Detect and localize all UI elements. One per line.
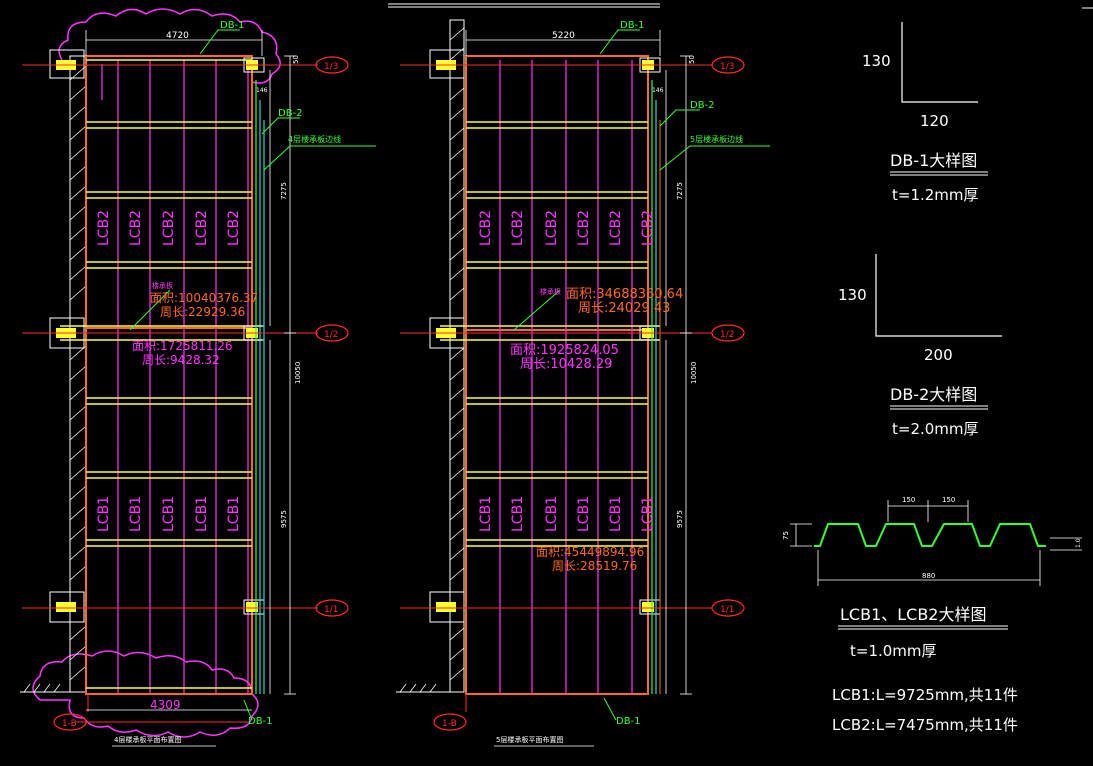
lcb1-spec: LCB1:L=9725mm,共11件 bbox=[832, 686, 1018, 704]
plan4-perim1: 周长:22929.36 bbox=[160, 305, 245, 319]
lcb-depth: 75 bbox=[782, 531, 790, 540]
plan-5-floor bbox=[396, 19, 770, 747]
detail-lcb-profile bbox=[790, 500, 1082, 586]
plan4-area2: 面积:1725811.26 bbox=[132, 339, 233, 353]
plan5-edge-note: 5层楼承板边线 bbox=[690, 134, 743, 144]
plan5-perim3: 周长:28519.76 bbox=[552, 559, 637, 573]
panel-label: LCB2 bbox=[544, 210, 560, 246]
panel-label: LCB2 bbox=[194, 210, 210, 246]
db1-height: 130 bbox=[862, 52, 891, 70]
dim-right: 7275 bbox=[676, 182, 684, 200]
plan4-edge-note: 4层楼承板边线 bbox=[288, 134, 341, 144]
db2-height: 130 bbox=[838, 286, 867, 304]
plan4-caption: 4层楼承板平面布置图 bbox=[114, 735, 181, 744]
lcb-thickness: t=1.0mm厚 bbox=[850, 642, 937, 660]
revision-cloud-top bbox=[58, 8, 281, 84]
panel-label: LCB2 bbox=[478, 210, 494, 246]
plan5-top-dim: 5220 bbox=[552, 31, 575, 41]
plan4-db2: DB-2 bbox=[278, 108, 303, 119]
plan4-bottom-dim: 4309 bbox=[150, 698, 181, 712]
axis-label: 1-B bbox=[62, 719, 77, 729]
plan-4-floor bbox=[20, 8, 376, 747]
plan5-perim2: 周长:10428.29 bbox=[520, 357, 612, 372]
db2-width: 200 bbox=[924, 346, 953, 364]
dim-right: 9575 bbox=[676, 510, 684, 528]
plan5-lcb2-labels: LCB2 LCB2 LCB2 LCB2 LCB2 LCB2 bbox=[478, 210, 656, 246]
plan4-lcb1-labels: LCB1 LCB1 LCB1 LCB1 LCB1 bbox=[96, 496, 242, 532]
panel-label: LCB1 bbox=[640, 496, 656, 532]
dim-right: 146 bbox=[256, 87, 268, 94]
axis-label: 1/3 bbox=[720, 62, 734, 72]
panel-label: LCB1 bbox=[608, 496, 624, 532]
plan4-hatch-label: 楼承板 bbox=[152, 281, 173, 290]
dim-right: 10050 bbox=[690, 362, 698, 384]
axis-label: 1/1 bbox=[720, 605, 734, 615]
lcb-rib2: 150 bbox=[942, 496, 955, 504]
dim-right: 50 bbox=[688, 55, 696, 64]
axis-label: 1/3 bbox=[324, 62, 338, 72]
plan5-caption: 5层楼承板平面布置图 bbox=[496, 735, 563, 744]
lcb-width: 880 bbox=[922, 572, 935, 580]
panel-label: LCB1 bbox=[478, 496, 494, 532]
panel-label: LCB2 bbox=[96, 210, 112, 246]
detail-db2-profile bbox=[875, 254, 1002, 337]
axis-label: 1/2 bbox=[720, 330, 734, 340]
plan5-area3: 面积:45449894.96 bbox=[536, 545, 644, 559]
panel-label: LCB2 bbox=[128, 210, 144, 246]
panel-label: LCB2 bbox=[640, 210, 656, 246]
dim-right: 146 bbox=[652, 87, 664, 94]
panel-label: LCB1 bbox=[96, 496, 112, 532]
lcb-title: LCB1、LCB2大样图 bbox=[840, 605, 987, 624]
plan5-hatch-label: 楼承板 bbox=[540, 287, 561, 296]
dim-right: 7275 bbox=[280, 182, 288, 200]
axis-label: 1/2 bbox=[324, 330, 338, 340]
axis-label: 1-B bbox=[442, 719, 457, 729]
db1-thickness: t=1.2mm厚 bbox=[892, 186, 979, 204]
dim-right: 50 bbox=[292, 55, 300, 64]
plan4-perim2: 周长:9428.32 bbox=[142, 353, 220, 367]
dim-right: 9575 bbox=[280, 510, 288, 528]
plan4-area1: 面积:10040376.37 bbox=[150, 291, 258, 305]
axis-label: 1/1 bbox=[324, 605, 338, 615]
plan5-perim1: 周长:24029.43 bbox=[578, 301, 670, 316]
db1-title: DB-1大样图 bbox=[890, 151, 977, 170]
lcb2-spec: LCB2:L=7475mm,共11件 bbox=[832, 716, 1018, 734]
panel-label: LCB2 bbox=[161, 210, 177, 246]
panel-label: LCB1 bbox=[194, 496, 210, 532]
plan5-area1: 面积:34688360.64 bbox=[566, 287, 683, 302]
db2-thickness: t=2.0mm厚 bbox=[892, 420, 979, 438]
panel-label: LCB2 bbox=[226, 210, 242, 246]
lcb-rib1: 150 bbox=[902, 496, 915, 504]
panel-label: LCB1 bbox=[161, 496, 177, 532]
panel-label: LCB1 bbox=[128, 496, 144, 532]
plan5-db1-bottom: DB-1 bbox=[616, 716, 641, 727]
plan4-top-dim: 4720 bbox=[166, 31, 189, 41]
panel-label: LCB1 bbox=[576, 496, 592, 532]
plan5-db1-top: DB-1 bbox=[620, 20, 645, 31]
panel-label: LCB2 bbox=[608, 210, 624, 246]
db2-title: DB-2大样图 bbox=[890, 385, 977, 404]
panel-label: LCB1 bbox=[226, 496, 242, 532]
plan5-db2: DB-2 bbox=[690, 100, 715, 111]
panel-label: LCB2 bbox=[510, 210, 526, 246]
plan5-lcb1-labels: LCB1 LCB1 LCB1 LCB1 LCB1 LCB1 bbox=[478, 496, 656, 532]
detail-db1-profile bbox=[901, 22, 978, 103]
panel-label: LCB1 bbox=[544, 496, 560, 532]
plan4-lcb2-labels: LCB2 LCB2 LCB2 LCB2 LCB2 bbox=[96, 210, 242, 246]
lcb-thk: 1.0 bbox=[1075, 538, 1082, 548]
plan4-db1-bottom: DB-1 bbox=[248, 716, 273, 727]
panel-label: LCB2 bbox=[576, 210, 592, 246]
dim-right: 10050 bbox=[294, 362, 302, 384]
panel-label: LCB1 bbox=[510, 496, 526, 532]
plan4-db1-top: DB-1 bbox=[220, 20, 245, 31]
db1-width: 120 bbox=[920, 112, 949, 130]
plan5-area2: 面积:1925824.05 bbox=[510, 343, 619, 358]
